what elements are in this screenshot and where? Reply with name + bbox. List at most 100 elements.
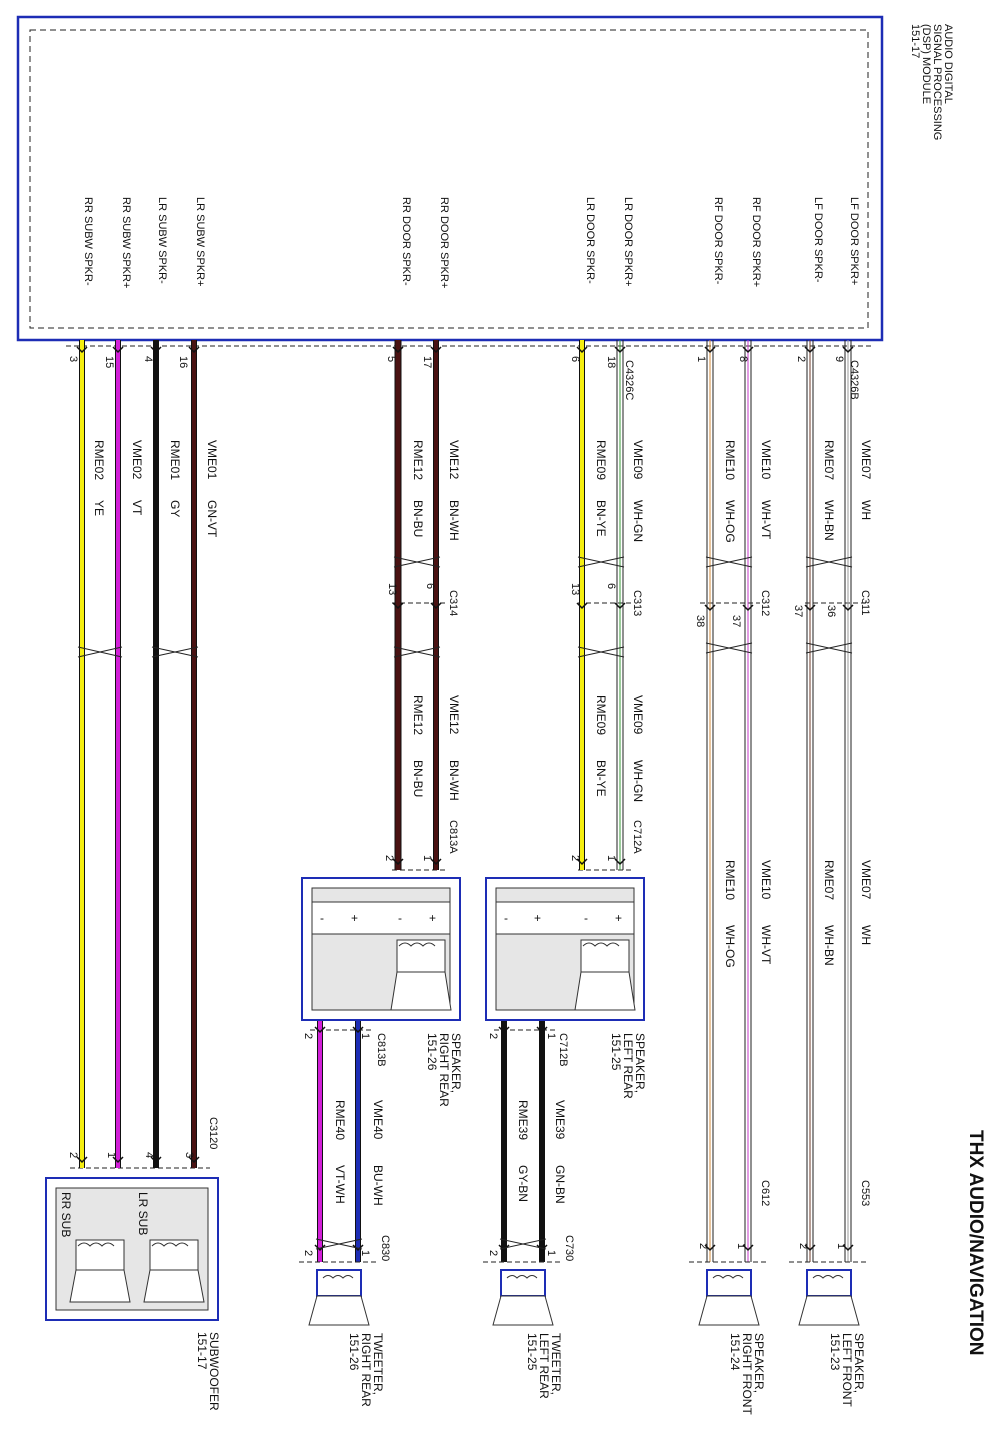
subwoofer-box: RR SUB LR SUB (45, 1177, 219, 1321)
terminal-arrow (150, 346, 162, 354)
terminal-arrow (314, 1244, 326, 1252)
pin-label: RR SUBW SPKR- (82, 197, 94, 286)
page-title: THX AUDIO/NAVIGATION (965, 1130, 986, 1356)
terminal-arrow (112, 1156, 124, 1164)
pin-number: 2 (487, 1033, 499, 1039)
connector-label: C314 (447, 590, 459, 616)
wire-label: BN-YE (594, 760, 608, 797)
terminal-minus-label: - (320, 911, 324, 925)
wire-label: RME10 (723, 440, 737, 480)
speaker-lf-icon (789, 1261, 869, 1326)
svg-text:RIGHT REAR: RIGHT REAR (359, 1333, 373, 1407)
svg-text:TWEETER,: TWEETER, (371, 1333, 385, 1395)
terminal-arrow (842, 604, 854, 612)
connector-label: C813B (375, 1033, 387, 1067)
subwoofer-label: SUBWOOFER 151-17 (195, 1332, 221, 1411)
terminal-arrow (614, 602, 626, 610)
pin-label: LF DOOR SPKR+ (848, 197, 860, 285)
speaker-left-front-label: SPEAKER, LEFT FRONT 151-23 (828, 1333, 866, 1407)
terminal-arrow (188, 1156, 200, 1164)
connector-label: C813A (447, 820, 459, 854)
wire-label: VME40 (371, 1100, 385, 1140)
wire-label: VME12 (447, 695, 461, 735)
terminal-plus-label: + (429, 911, 436, 925)
terminal-arrow (842, 1244, 854, 1252)
twist-mark (577, 646, 625, 658)
pin-number: 16 (177, 356, 189, 368)
speaker-right-rear-label: SPEAKER, RIGHT REAR 151-26 (425, 1033, 463, 1107)
svg-text:TWEETER,: TWEETER, (549, 1333, 563, 1395)
speaker-icon (390, 939, 452, 1011)
dsp-module-inner (29, 29, 869, 329)
terminal-arrow (804, 346, 816, 354)
twist-mark (705, 556, 753, 568)
terminal-arrow (704, 604, 716, 612)
pin-number: 2 (67, 1152, 79, 1158)
svg-text:SPEAKER,: SPEAKER, (633, 1033, 647, 1093)
pin-number: 1 (359, 1250, 371, 1256)
pin-label: RR DOOR SPKR+ (438, 197, 450, 288)
wire-label: VT (130, 500, 144, 516)
pin-number: 2 (383, 855, 395, 861)
terminal-arrow (392, 858, 404, 866)
terminal-arrow (76, 1156, 88, 1164)
pin-number: 15 (103, 356, 115, 368)
terminal-plus-label: + (351, 911, 358, 925)
svg-text:151-23: 151-23 (828, 1333, 842, 1371)
wire-label: WH (859, 925, 873, 945)
connector-label: C312 (759, 590, 771, 616)
wire-label: WH (859, 500, 873, 520)
pin-number: 2 (797, 1243, 809, 1249)
rr-sub-label: RR SUB (59, 1192, 73, 1237)
wire-label: RME10 (723, 860, 737, 900)
wire-label: WH-OG (723, 925, 737, 968)
wire-label: GY (168, 500, 182, 517)
svg-text:RIGHT FRONT: RIGHT FRONT (740, 1333, 754, 1415)
small-speakers (299, 1261, 869, 1326)
svg-text:SPEAKER,: SPEAKER, (852, 1333, 866, 1393)
dsp-module-label: AUDIO DIGITAL SIGNAL PROCESSING (DSP) MO… (909, 24, 954, 140)
twist-mark (315, 1238, 363, 1250)
module-line-2: SIGNAL PROCESSING (931, 24, 943, 140)
pin-number: 1 (605, 855, 617, 861)
svg-text:151-17: 151-17 (195, 1332, 209, 1370)
terminal-markers (76, 346, 854, 1252)
wire-label: WH-VT (759, 925, 773, 965)
wire-label: WH-VT (759, 500, 773, 540)
pin-number: 38 (694, 615, 706, 627)
terminal-arrow (430, 858, 442, 866)
pin-number: 2 (569, 855, 581, 861)
terminal-arrow (352, 1244, 364, 1252)
pin-number: 5 (385, 356, 397, 362)
twist-mark (151, 646, 199, 658)
connector-label: C313 (631, 590, 643, 616)
svg-text:LEFT REAR: LEFT REAR (621, 1033, 635, 1099)
pin-number: 37 (730, 615, 742, 627)
pin-number: 2 (302, 1250, 314, 1256)
svg-text:SPEAKER,: SPEAKER, (449, 1033, 463, 1093)
pin-label: RR DOOR SPKR- (400, 197, 412, 286)
wire-label: GY-BN (516, 1165, 530, 1202)
wire-label: WH-GN (631, 760, 645, 802)
terminal-minus-label: - (584, 911, 588, 925)
terminal-arrow (742, 1244, 754, 1252)
speaker-left-rear-label: SPEAKER, LEFT REAR 151-25 (609, 1033, 647, 1099)
terminal-arrow (536, 1244, 548, 1252)
terminal-minus-label: - (504, 911, 508, 925)
wire-label: BU-WH (371, 1165, 385, 1206)
wire-label: WH-OG (723, 500, 737, 543)
terminal-arrow (614, 346, 626, 354)
svg-text:SPEAKER,: SPEAKER, (752, 1333, 766, 1393)
connector-label: C311 (859, 590, 871, 615)
pin-number: 1 (105, 1152, 117, 1158)
wire-label: BN-YE (594, 500, 608, 537)
pin-number: 36 (825, 605, 837, 617)
terminal-arrow (704, 1244, 716, 1252)
wire-label: BN-WH (447, 500, 461, 541)
terminal-arrow (392, 602, 404, 610)
pin-labels: LF DOOR SPKR+ LF DOOR SPKR- RF DOOR SPKR… (82, 197, 860, 288)
pin-number: 1 (359, 1033, 371, 1039)
pin-label: RR SUBW SPKR+ (120, 197, 132, 288)
pin-number: 6 (569, 356, 581, 362)
terminal-arrow (150, 1156, 162, 1164)
